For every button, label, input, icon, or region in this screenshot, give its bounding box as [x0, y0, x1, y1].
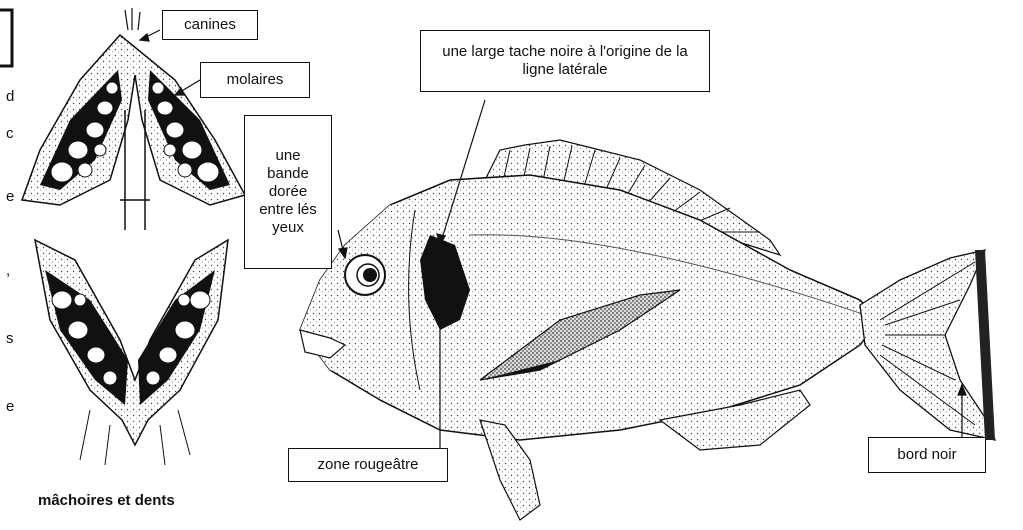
edge-letter: s: [6, 330, 14, 347]
edge-letter: e: [6, 188, 14, 205]
label-canines: canines: [162, 10, 258, 40]
label-black-edge: bord noir: [868, 437, 986, 473]
label-golden-band: une bande dorée entre lés yeux: [244, 115, 332, 269]
edge-letter: ,: [6, 262, 10, 279]
upper-jaw-drawing: [22, 8, 245, 230]
edge-bracket: [0, 10, 12, 66]
edge-letter: c: [6, 125, 14, 142]
edge-letter: d: [6, 88, 14, 105]
edge-letter: e: [6, 398, 14, 415]
lower-jaw-drawing: [35, 240, 228, 465]
label-molaires: molaires: [200, 62, 310, 98]
label-reddish-zone: zone rougeâtre: [288, 448, 448, 482]
caption-jaws-teeth: mâchoires et dents: [38, 492, 175, 509]
label-large-black-spot: une large tache noire à l'origine de la …: [420, 30, 710, 92]
